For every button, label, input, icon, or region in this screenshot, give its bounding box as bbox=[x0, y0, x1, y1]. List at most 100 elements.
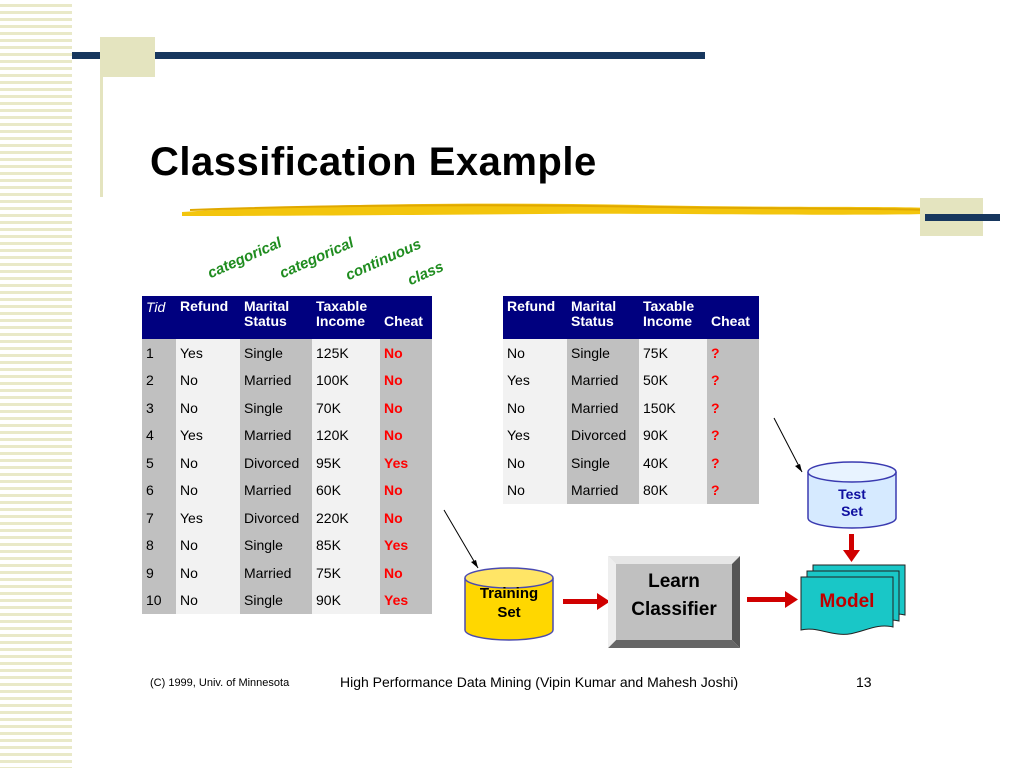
table-cell: No bbox=[503, 476, 567, 504]
table-cell: 50K bbox=[639, 366, 707, 394]
table-cell: No bbox=[380, 394, 432, 422]
table-cell: Married bbox=[567, 366, 639, 394]
table-cell: 1 bbox=[142, 339, 176, 367]
table-cell: ? bbox=[707, 476, 759, 504]
col-type-marital: categorical bbox=[277, 234, 357, 282]
test-table: Refund Marital Status Taxable Income Che… bbox=[503, 296, 759, 504]
table-cell: 6 bbox=[142, 476, 176, 504]
col-type-refund: categorical bbox=[205, 234, 285, 282]
table-cell: No bbox=[503, 394, 567, 422]
table-cell: 125K bbox=[312, 339, 380, 367]
table-cell: No bbox=[176, 559, 240, 587]
footer-copyright: (C) 1999, Univ. of Minnesota bbox=[150, 677, 290, 689]
model-label: Model bbox=[819, 591, 875, 612]
arrow-test-to-set bbox=[773, 417, 803, 473]
arrow-head bbox=[471, 560, 478, 568]
table-cell: 7 bbox=[142, 504, 176, 532]
table-cell: Single bbox=[567, 449, 639, 477]
table-cell: Single bbox=[240, 531, 312, 559]
table-cell: No bbox=[176, 476, 240, 504]
table-cell: 150K bbox=[639, 394, 707, 422]
table-cell: Divorced bbox=[240, 449, 312, 477]
header-tid: Tid bbox=[142, 296, 176, 339]
table-cell: No bbox=[380, 421, 432, 449]
table-cell: Single bbox=[240, 586, 312, 614]
table-cell: 8 bbox=[142, 531, 176, 559]
table-cell: 75K bbox=[639, 339, 707, 367]
footer-page-number: 13 bbox=[856, 674, 872, 690]
left-stripe-decoration bbox=[0, 0, 72, 768]
table-cell: No bbox=[176, 586, 240, 614]
table-cell: 9 bbox=[142, 559, 176, 587]
table-cell: 90K bbox=[312, 586, 380, 614]
table-cell: Married bbox=[567, 394, 639, 422]
table-cell: Yes bbox=[380, 586, 432, 614]
header-cheat: Cheat bbox=[380, 296, 432, 339]
top-khaki-square bbox=[100, 37, 155, 77]
table-cell: Single bbox=[240, 339, 312, 367]
table-cell: Divorced bbox=[567, 421, 639, 449]
table-cell: No bbox=[176, 449, 240, 477]
table-cell: No bbox=[176, 394, 240, 422]
table-cell: 4 bbox=[142, 421, 176, 449]
table-cell: No bbox=[380, 504, 432, 532]
table-cell: Yes bbox=[503, 421, 567, 449]
table-cell: 120K bbox=[312, 421, 380, 449]
title-underline-brush bbox=[182, 203, 928, 216]
table-cell: 60K bbox=[312, 476, 380, 504]
red-arrow-to-model bbox=[747, 591, 798, 608]
table-cell: Yes bbox=[176, 421, 240, 449]
table-cell: 70K bbox=[312, 394, 380, 422]
workflow-diagram bbox=[443, 417, 906, 648]
training-set-cylinder bbox=[464, 567, 554, 641]
table-cell: No bbox=[380, 339, 432, 367]
table-cell: Single bbox=[240, 394, 312, 422]
table-cell: 80K bbox=[639, 476, 707, 504]
table-cell: 90K bbox=[639, 421, 707, 449]
table-cell: No bbox=[176, 366, 240, 394]
header-refund: Refund bbox=[176, 296, 240, 339]
table-cell: 40K bbox=[639, 449, 707, 477]
header-marital: Marital Status bbox=[567, 296, 639, 339]
table-cell: No bbox=[380, 366, 432, 394]
table-cell: ? bbox=[707, 394, 759, 422]
table-cell: ? bbox=[707, 449, 759, 477]
table-cell: 5 bbox=[142, 449, 176, 477]
table-cell: Single bbox=[567, 339, 639, 367]
footer-center: High Performance Data Mining (Vipin Kuma… bbox=[340, 674, 739, 690]
vertical-khaki-line bbox=[100, 77, 103, 197]
slide-title: Classification Example bbox=[150, 140, 597, 184]
table-cell: No bbox=[503, 449, 567, 477]
arrow-head bbox=[795, 464, 802, 472]
table-cell: 100K bbox=[312, 366, 380, 394]
training-header-row: Tid Refund Marital Status Taxable Income… bbox=[142, 296, 432, 339]
learn-classifier-box bbox=[608, 556, 740, 648]
table-cell: 2 bbox=[142, 366, 176, 394]
top-navy-bar bbox=[72, 52, 705, 59]
table-cell: 75K bbox=[312, 559, 380, 587]
training-table: Tid Refund Marital Status Taxable Income… bbox=[142, 296, 432, 614]
table-cell: Married bbox=[240, 476, 312, 504]
training-set-label: Training Set bbox=[479, 585, 539, 621]
table-cell: No bbox=[380, 559, 432, 587]
table-cell: Divorced bbox=[240, 504, 312, 532]
table-cell: Married bbox=[240, 366, 312, 394]
table-cell: Yes bbox=[176, 339, 240, 367]
table-cell: Yes bbox=[503, 366, 567, 394]
table-cell: Married bbox=[240, 421, 312, 449]
header-cheat: Cheat bbox=[707, 296, 759, 339]
table-cell: Married bbox=[240, 559, 312, 587]
header-income: Taxable Income bbox=[312, 296, 380, 339]
table-cell: No bbox=[503, 339, 567, 367]
